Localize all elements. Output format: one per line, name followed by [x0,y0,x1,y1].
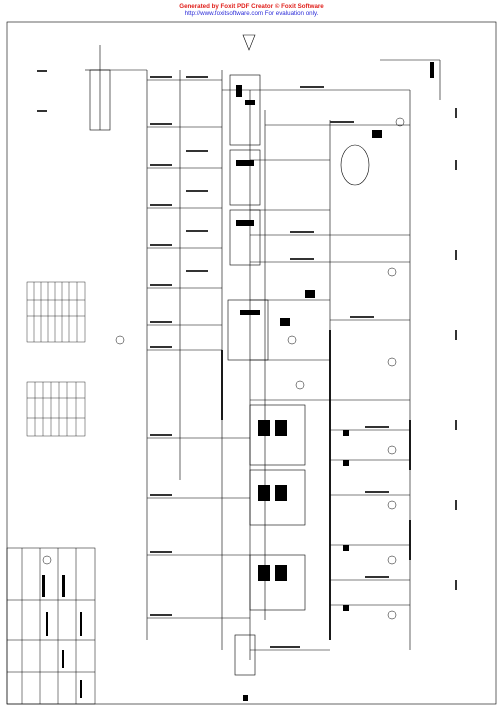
piping-network [85,45,441,660]
drawing-border [6,21,497,705]
condenser-symbol [242,34,256,51]
company-logo-icon [42,555,52,565]
equipment-blocks [89,34,370,676]
legend-table-2 [26,381,86,437]
watermark-line-1: Generated by Foxit PDF Creator © Foxit S… [179,3,324,10]
tag-labels [37,70,457,648]
receiver-tank [340,144,370,186]
title-block [6,547,96,705]
pdf-watermark: Generated by Foxit PDF Creator © Foxit S… [0,3,503,17]
watermark-line-2: http://www.foxitsoftware.com For evaluat… [184,10,319,17]
legend-table-1 [26,281,86,343]
component-fills [236,62,434,701]
instrument-tags [115,117,405,620]
heavy-lines [221,330,411,640]
